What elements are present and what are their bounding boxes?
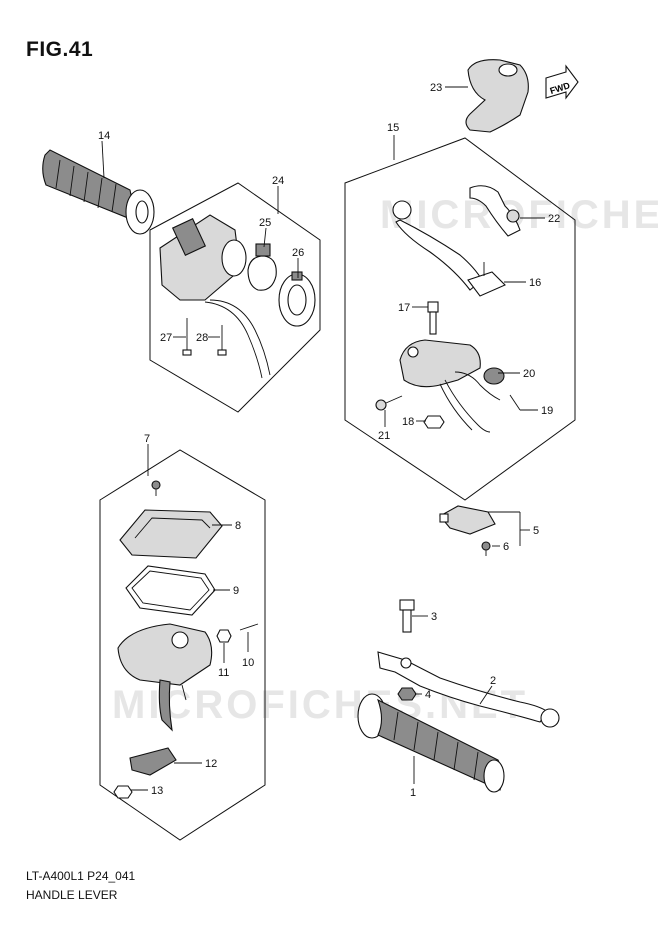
- grip-right-part: [357, 693, 505, 793]
- callout-15: 15: [387, 122, 399, 134]
- assembly-box-24: [149, 182, 321, 413]
- washer-11-part: [216, 629, 232, 643]
- callout-4: 4: [425, 689, 431, 701]
- screw-13-part: [113, 785, 133, 799]
- assembly-box-15: [344, 137, 576, 501]
- cover-part: [465, 59, 529, 133]
- screw-top-part: [151, 480, 161, 496]
- callout-20: 20: [523, 368, 535, 380]
- pin-16-part: [467, 262, 506, 297]
- diagram-code: LT-A400L1 P24_041: [26, 869, 136, 883]
- callout-7: 7: [144, 433, 150, 445]
- callout-16: 16: [529, 277, 541, 289]
- figure-title: FIG.41: [26, 38, 94, 61]
- callout-21: 21: [378, 430, 390, 442]
- callout-27: 27: [160, 332, 172, 344]
- callout-5: 5: [533, 525, 539, 537]
- callout-26: 26: [292, 247, 304, 259]
- callout-6: 6: [503, 541, 509, 553]
- callout-8: 8: [235, 520, 241, 532]
- bolt-3-part: [399, 599, 415, 633]
- throttle-housing-part: [117, 623, 213, 732]
- cap-20-part: [483, 367, 505, 385]
- screw-19-part: [509, 394, 521, 411]
- callout-9: 9: [233, 585, 239, 597]
- callout-24: 24: [272, 175, 284, 187]
- callout-11: 11: [218, 667, 229, 679]
- callout-14: 14: [98, 130, 110, 142]
- nut-4-part: [397, 687, 417, 701]
- callout-1: 1: [410, 787, 416, 799]
- callout-19: 19: [541, 405, 553, 417]
- bolt-17-part: [427, 301, 439, 335]
- switch-assembly-part: [159, 214, 271, 379]
- leader-lines: [101, 86, 545, 791]
- gasket-9-part: [125, 565, 216, 616]
- diagram-name: HANDLE LEVER: [26, 888, 118, 902]
- callout-25: 25: [259, 217, 271, 229]
- bracket-22-part: [469, 185, 521, 237]
- screw-28-part: [217, 325, 227, 356]
- cover-8-part: [119, 509, 223, 559]
- holder-part: [399, 339, 501, 433]
- brake-lever-part: [392, 200, 483, 291]
- clutch-lever-part: [377, 651, 560, 728]
- assembly-box-7: [99, 449, 266, 841]
- callout-2: 2: [490, 675, 496, 687]
- nut-18-part: [423, 415, 445, 429]
- screw-27-part: [182, 318, 192, 356]
- switch-ring-part: [278, 271, 316, 327]
- fwd-arrow-icon: FWD: [545, 64, 579, 100]
- callout-28: 28: [196, 332, 208, 344]
- callout-17: 17: [398, 302, 410, 314]
- switch-knob-part: [247, 243, 277, 291]
- callout-13: 13: [151, 785, 163, 797]
- callout-3: 3: [431, 611, 437, 623]
- screw-6-part: [481, 541, 491, 556]
- switch-5-part: [439, 505, 496, 535]
- callout-23: 23: [430, 82, 442, 94]
- callout-22: 22: [548, 213, 560, 225]
- plate-12-part: [129, 747, 177, 776]
- callout-12: 12: [205, 758, 217, 770]
- callout-10: 10: [242, 657, 254, 669]
- callout-18: 18: [402, 416, 414, 428]
- screw-10-part: [239, 623, 259, 631]
- screw-21-part: [375, 395, 403, 411]
- grip-left-part: [42, 149, 155, 235]
